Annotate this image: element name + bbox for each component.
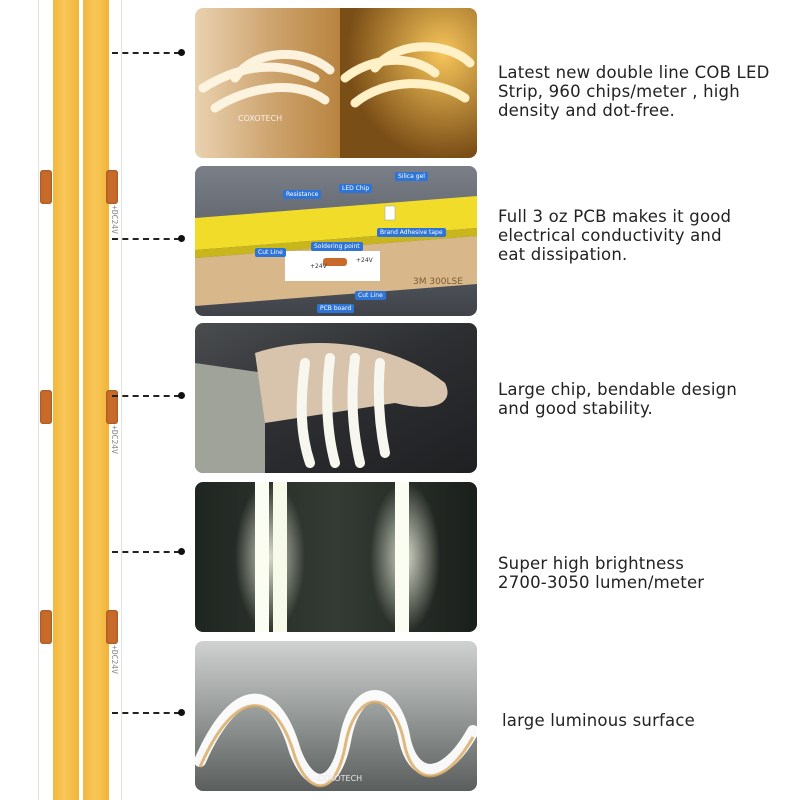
feature-description-luminous: large luminous surface	[502, 711, 794, 730]
solder-pad	[106, 390, 118, 424]
callout-resistance: Resistance	[283, 190, 322, 199]
connector-dot	[178, 235, 185, 242]
callout-led-chip: LED Chip	[339, 184, 373, 193]
polarity-label: +DC24V	[110, 205, 119, 234]
description-line: eat dissipation.	[498, 245, 628, 264]
callout-soldering-point: Soldering point	[311, 242, 363, 251]
solder-pad	[40, 390, 52, 424]
callout-silica-gel: Silica gel	[395, 172, 428, 181]
connector-line	[112, 551, 180, 553]
solder-pad	[40, 170, 52, 204]
description-line: Large chip, bendable design	[498, 380, 738, 399]
connector-line	[112, 395, 180, 397]
description-line: and good stability.	[498, 399, 653, 418]
connector-dot	[178, 392, 185, 399]
connector-dot	[178, 548, 185, 555]
pcb-structure-diagram: Resistance LED Chip Silica gel Cut Line …	[195, 166, 477, 316]
description-line: Strip, 960 chips/meter , high	[498, 82, 740, 101]
callout-brand-tape: Brand Adhesive tape	[377, 228, 446, 237]
description-line: Super high brightness	[498, 554, 685, 573]
photo-hand-bent-strip	[195, 323, 477, 473]
description-line: density and dot-free.	[498, 101, 675, 120]
callout-cut-line: Cut Line	[355, 291, 386, 300]
callout-pcb-board: PCB board	[317, 304, 355, 313]
led-strip-closeup: +DC24V +DC24V +DC24V	[38, 0, 122, 800]
feature-description-brightness: Super high brightness 2700-3050 lumen/me…	[498, 554, 790, 592]
feature-description-bendable: Large chip, bendable design and good sta…	[498, 380, 790, 418]
tape-print: 3M 300LSE	[413, 277, 463, 287]
solder-pad	[106, 170, 118, 204]
photo-luminous-spiral: COXOTECH	[195, 641, 477, 791]
watermark: COXOTECH	[318, 774, 363, 783]
connector-dot	[178, 49, 185, 56]
voltage-label: +24V	[310, 263, 327, 270]
photo-warm-light-strips: COXOTECH	[195, 8, 477, 158]
description-line: 2700-3050 lumen/meter	[498, 573, 705, 592]
solder-pad	[106, 610, 118, 644]
connector-line	[112, 238, 180, 240]
description-line: electrical conductivity and	[498, 226, 722, 245]
feature-description-pcb: Full 3 oz PCB makes it good electrical c…	[498, 207, 790, 264]
description-line: Full 3 oz PCB makes it good	[498, 207, 732, 226]
polarity-label: +DC24V	[110, 425, 119, 454]
solder-pad	[40, 610, 52, 644]
feature-description-dot-free: Latest new double line COB LED Strip, 96…	[498, 63, 790, 120]
connector-line	[112, 712, 180, 714]
description-line: Latest new double line COB LED	[498, 63, 770, 82]
led-lane-right	[83, 0, 109, 800]
polarity-label: +DC24V	[110, 645, 119, 674]
callout-cut-line: Cut Line	[255, 248, 286, 257]
connector-line	[112, 52, 180, 54]
connector-dot	[178, 709, 185, 716]
description-line: large luminous surface	[502, 711, 695, 730]
led-lane-left	[53, 0, 79, 800]
watermark: COXOTECH	[238, 114, 283, 123]
voltage-label: +24V	[356, 257, 373, 264]
photo-bright-strips	[195, 482, 477, 632]
